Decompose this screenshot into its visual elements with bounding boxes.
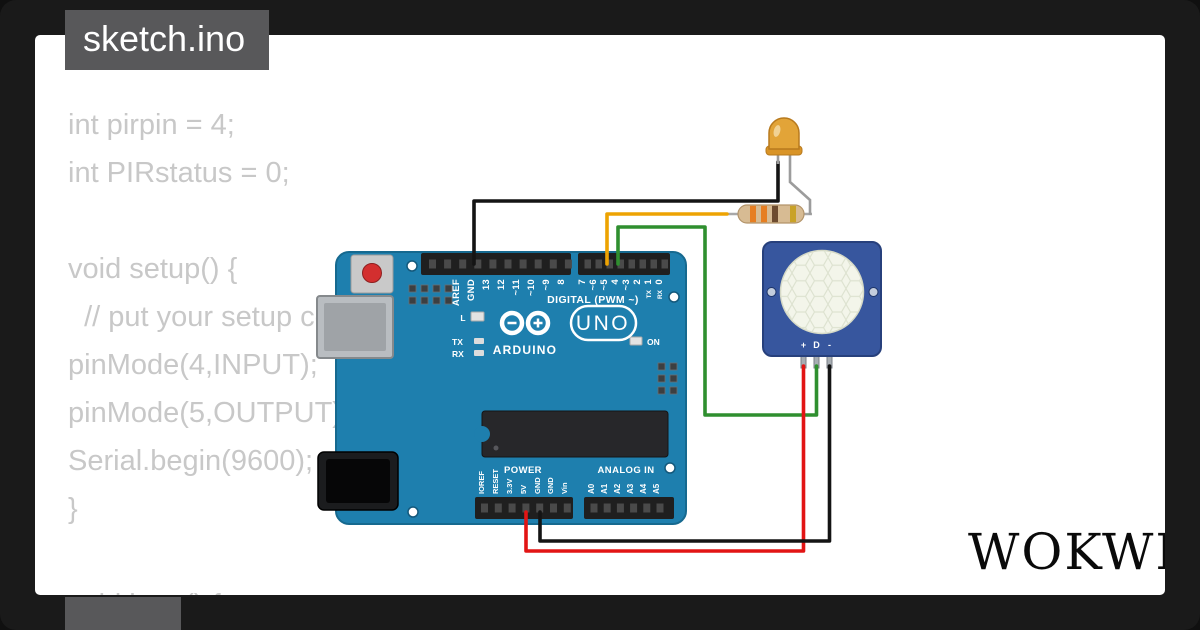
- code-line: int pirpin = 4;: [68, 109, 235, 141]
- led-anode-leg: [788, 147, 812, 215]
- pin-label-7: 7: [577, 279, 588, 285]
- chip-notch: [474, 426, 490, 442]
- led-tx-indicator: [474, 338, 484, 344]
- pin-label-a0: A0: [587, 483, 596, 494]
- led-highlight: [773, 125, 781, 137]
- arduino-uno-board[interactable]: AREF GND 13 12 ~11 ~10 ~9 8 7 ~6 ~5 4 ~3…: [316, 251, 687, 525]
- pin-label-a4: A4: [639, 483, 648, 494]
- resistor[interactable]: [737, 204, 805, 224]
- wire-pin4-to-pir-signal[interactable]: [616, 225, 819, 417]
- power-jack-inner: [326, 459, 390, 503]
- pin-label-12: 12: [496, 279, 507, 290]
- pir-dome-facets: [780, 250, 864, 334]
- led-l-label: L: [460, 313, 465, 323]
- power-section-label: POWER: [504, 465, 542, 476]
- atmega-chip: [481, 410, 669, 458]
- reset-button[interactable]: [362, 263, 382, 283]
- pin-label-10: ~10: [526, 279, 537, 296]
- led-dome: [768, 117, 800, 150]
- resistor-band-1: [750, 205, 756, 223]
- icsp-header-usb: [408, 284, 453, 305]
- wire-gnd-to-led-cathode[interactable]: [472, 160, 780, 266]
- pin-label-3: ~3: [621, 279, 632, 290]
- pin-label-rx: RX: [657, 289, 664, 299]
- led-l-indicator: [470, 311, 485, 322]
- pin-label-4: 4: [610, 279, 621, 285]
- partial-tab[interactable]: [65, 597, 181, 630]
- code-line: pinMode(5,OUTPUT);: [68, 397, 351, 429]
- file-tab-label: sketch.ino: [83, 18, 246, 59]
- code-line: void loop() {: [68, 581, 598, 595]
- pin-label-13: 13: [481, 279, 492, 290]
- file-tab-sketch-ino[interactable]: sketch.ino: [65, 10, 270, 70]
- resistor-band-4: [790, 205, 796, 223]
- wires: [472, 160, 832, 553]
- pin-label-gnd1: GND: [533, 477, 542, 494]
- pin-label-tx: TX: [646, 289, 653, 298]
- pin-label-1: 1: [643, 279, 654, 285]
- pin-label-2: 2: [632, 279, 643, 285]
- uno-label: UNO: [576, 312, 630, 335]
- code-line: }: [68, 493, 78, 525]
- code-line: int PIRstatus = 0;: [68, 157, 290, 189]
- chip-dot: [493, 445, 499, 451]
- arduino-logo-icon: [499, 310, 551, 336]
- code-line: void setup() {: [68, 253, 238, 285]
- uno-badge: [569, 304, 638, 342]
- pir-hole-right: [868, 287, 879, 297]
- led-rx-indicator: [474, 350, 484, 356]
- resistor-band-3: [772, 205, 778, 223]
- pin-label-5: ~5: [599, 279, 610, 291]
- code-line: pinMode(4,INPUT);: [68, 349, 318, 381]
- pin-label-gnd2: GND: [546, 477, 555, 494]
- wire-pin5-to-resistor[interactable]: [605, 212, 729, 266]
- resistor-band-2: [761, 205, 767, 223]
- led-on-label: ON: [647, 337, 660, 347]
- pin-label-6: ~6: [588, 279, 599, 290]
- pin-label-3v3: 3.3V: [505, 479, 514, 494]
- pin-label-8: 8: [556, 279, 567, 285]
- pin-label-ioref: IOREF: [477, 471, 486, 494]
- pin-label-gnd-top: GND: [466, 279, 477, 301]
- pin-label-vin: Vin: [560, 482, 569, 494]
- led-on-indicator: [629, 336, 643, 346]
- pir-pin-label-signal: D: [813, 340, 820, 350]
- led-tx-label: TX: [452, 337, 463, 347]
- pin-label-9: ~9: [541, 279, 552, 290]
- pin-label-aref: AREF: [451, 279, 462, 306]
- mounting-holes: [406, 260, 680, 518]
- wire-5v-to-pir-plus[interactable]: [524, 364, 806, 553]
- digital-section-label: DIGITAL (PWM ~): [547, 294, 639, 306]
- wire-gnd-to-pir-minus[interactable]: [538, 364, 832, 543]
- pir-sensor[interactable]: + D -: [762, 241, 882, 369]
- pin-label-a3: A3: [626, 483, 635, 494]
- pir-pin-label-minus: -: [828, 340, 831, 350]
- pin-label-0: 0: [654, 279, 665, 285]
- analog-section-label: ANALOG IN: [598, 465, 655, 476]
- code-line: Serial.begin(9600);: [68, 445, 314, 477]
- pin-label-reset: RESET: [491, 469, 500, 494]
- pir-hole-left: [766, 287, 777, 297]
- wokwi-logo: WOKWI: [968, 523, 1165, 581]
- arduino-brand-label: ARDUINO: [493, 343, 557, 357]
- pin-label-11: ~11: [511, 279, 522, 296]
- pin-label-a1: A1: [600, 483, 609, 494]
- pin-label-5v: 5V: [519, 485, 528, 494]
- pin-label-a5: A5: [652, 483, 661, 494]
- usb-connector-inner: [324, 303, 386, 351]
- led[interactable]: [765, 117, 812, 215]
- led-rx-label: RX: [452, 349, 464, 359]
- pir-pin-label-plus: +: [801, 340, 806, 350]
- analog-header[interactable]: [584, 497, 674, 519]
- icsp-header-main: [657, 362, 678, 395]
- pin-label-a2: A2: [613, 483, 622, 494]
